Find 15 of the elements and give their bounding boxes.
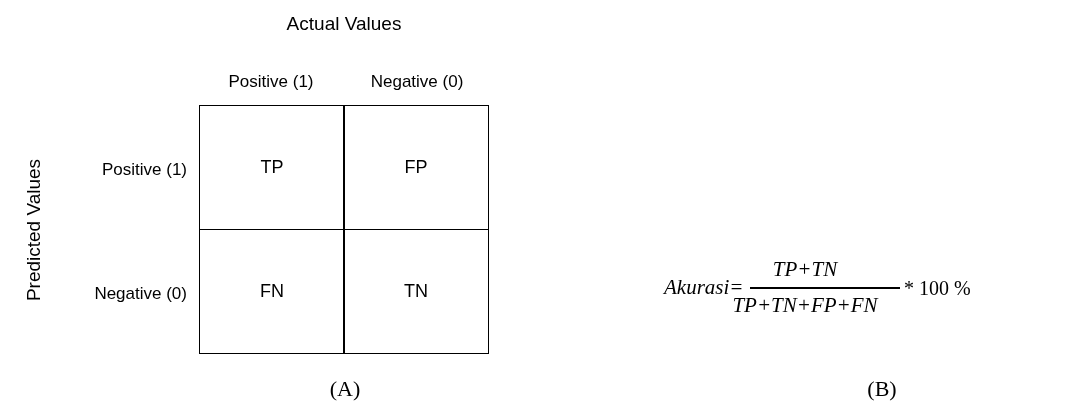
matrix-cell: TN (343, 229, 489, 354)
matrix-cell: FP (343, 105, 489, 230)
panel-label: (B) (867, 374, 897, 403)
row-header: Negative (0) (94, 283, 187, 306)
axis-title: Actual Values (286, 11, 402, 36)
matrix-cell: FN (199, 229, 345, 354)
formula-numerator: TP+TN (772, 256, 838, 284)
matrix-cell: TP (199, 105, 345, 230)
formula-denominator: TP+TN+FP+FN (732, 293, 878, 320)
panel-label: (A) (329, 374, 361, 403)
column-header: Negative (0) (370, 71, 464, 94)
axis-title: Predicted Values (21, 158, 45, 302)
formula-term: * 100 % (904, 276, 971, 301)
column-header: Positive (1) (228, 71, 314, 94)
row-header: Positive (1) (101, 159, 187, 182)
